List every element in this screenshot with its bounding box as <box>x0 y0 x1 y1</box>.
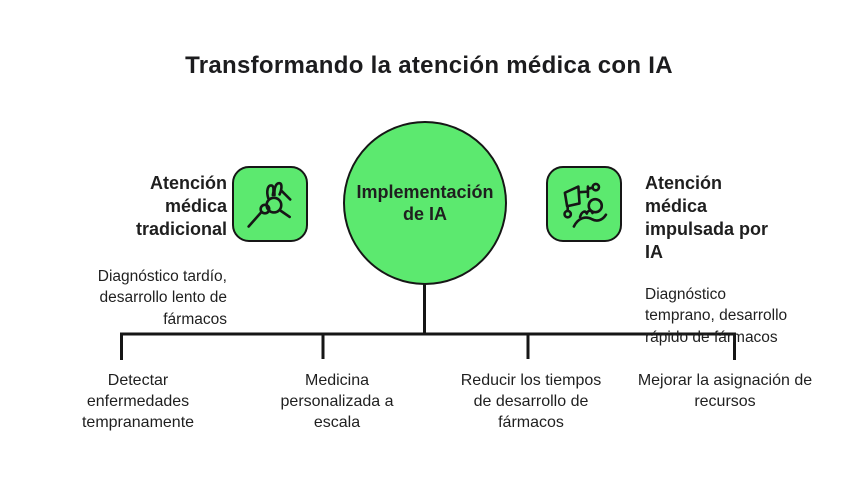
ai-care-icon-tile <box>546 166 622 242</box>
benefit-label-drug-development-time: Reducir los tiempos de desarrollo de fár… <box>460 372 602 431</box>
page-title: Transformando la atención médica con IA <box>185 52 673 79</box>
traditional-care-icon-tile <box>232 166 308 242</box>
center-node-circle: Implementación de IA <box>343 121 507 285</box>
ai-care-heading: Atención médica impulsada por IA <box>645 173 769 263</box>
ai-care-description: Diagnóstico temprano, desarrollo rápido … <box>645 286 788 346</box>
robotic-arm-patient-icon <box>563 182 608 228</box>
center-node-label: Implementación de IA <box>356 181 494 225</box>
hand-pinch-tool-icon <box>247 181 292 228</box>
benefit-label-detect-diseases: Detectar enfermedades tempranamente <box>81 372 195 431</box>
benefit-label-resource-allocation: Mejorar la asignación de recursos <box>637 372 813 410</box>
traditional-care-heading: Atención médica tradicional <box>135 173 227 240</box>
benefit-label-personalized-medicine: Medicina personalizada a escala <box>280 372 394 431</box>
traditional-care-description: Diagnóstico tardío, desarrollo lento de … <box>97 268 227 328</box>
